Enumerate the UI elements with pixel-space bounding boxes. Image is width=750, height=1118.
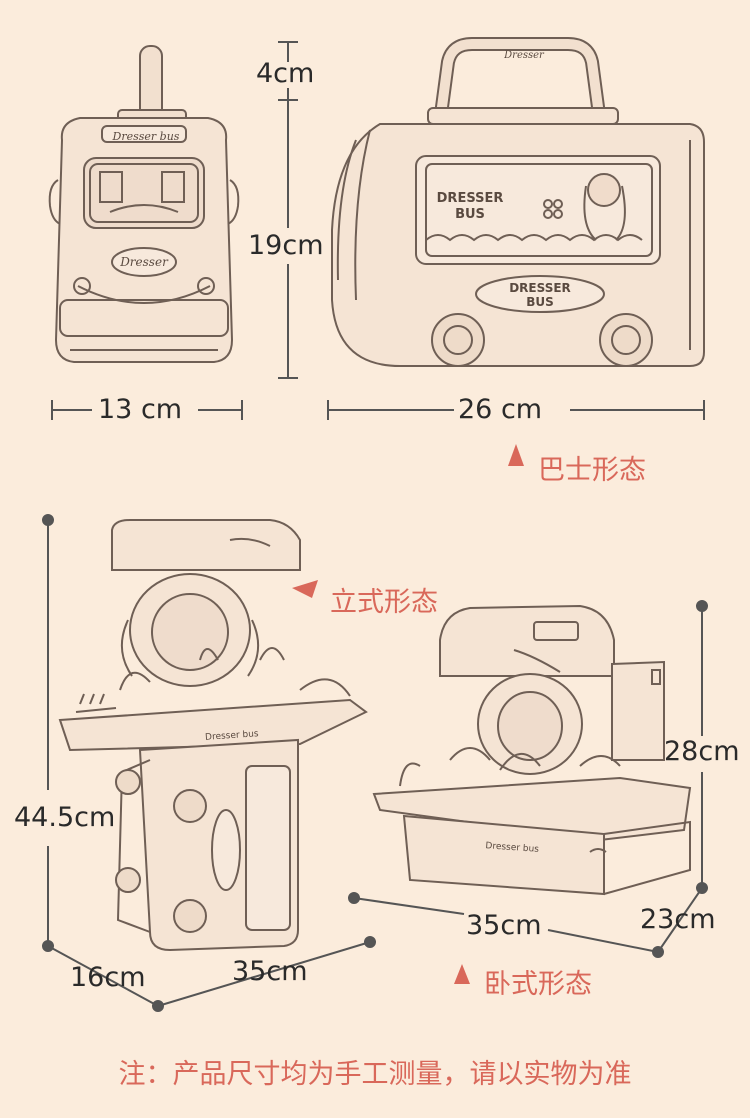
side-handle-logo-text: Dresser: [503, 50, 545, 61]
lying-base-label: Dresser bus: [485, 841, 539, 855]
front-badge-text: Dresser: [119, 255, 169, 269]
front-logo-text: Dresser bus: [112, 130, 180, 143]
bus-height-body-label: 19cm: [248, 230, 324, 261]
standing-caption-arrow-icon: [292, 580, 318, 598]
bus-caption-arrow-icon: [508, 444, 524, 466]
bus-front-width-label: 13 cm: [98, 394, 183, 425]
standing-height-label: 44.5cm: [14, 802, 116, 833]
standing-depth-label: 16cm: [70, 962, 146, 993]
lying-caption-arrow-icon: [454, 964, 470, 984]
standing-counter-label: Dresser bus: [205, 729, 259, 743]
lying-dimension-lines: [348, 600, 708, 958]
standing-form-illustration: [58, 519, 368, 952]
standing-dimension-lines: [42, 514, 376, 1012]
lying-width-label: 35cm: [466, 910, 542, 941]
lying-form-caption: 卧式形态: [484, 969, 592, 1000]
bus-height-handle-label: 4cm: [256, 58, 315, 89]
lying-form-illustration: [372, 604, 692, 896]
bus-front-view: [48, 45, 240, 363]
measurement-footnote: 注：产品尺寸均为手工测量，请以实物为准: [118, 1059, 632, 1090]
lying-depth-label: 23cm: [640, 904, 716, 935]
bus-form-caption: 巴士形态: [538, 455, 646, 486]
lying-height-label: 28cm: [664, 736, 740, 767]
bus-side-view: [331, 37, 705, 367]
standing-form-caption: 立式形态: [330, 587, 438, 618]
bus-side-width-label: 26 cm: [458, 394, 543, 425]
standing-width-label: 35cm: [232, 956, 308, 987]
bus-dimension-lines: [51, 41, 705, 420]
